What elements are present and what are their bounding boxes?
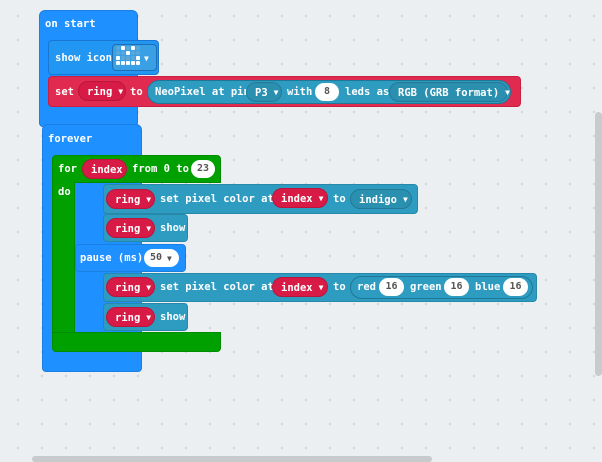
- horizontal-scrollbar[interactable]: [32, 456, 432, 462]
- forever-label: forever: [48, 133, 93, 145]
- green-label: green: [410, 281, 442, 293]
- set-pixel-color-label: set pixel color at: [160, 193, 274, 205]
- leds-as-label: leds as: [345, 86, 390, 98]
- strip-name: ring: [115, 282, 141, 294]
- color-dropdown[interactable]: indigo ▼: [350, 189, 412, 209]
- pin-value: P3: [255, 87, 268, 99]
- red-label: red: [357, 281, 376, 293]
- red-input[interactable]: 16: [379, 278, 404, 296]
- color-value: indigo: [359, 194, 397, 206]
- chevron-down-icon: ▼: [146, 313, 152, 322]
- strip-dropdown-4[interactable]: ring ▼: [106, 307, 155, 327]
- index-dropdown-2[interactable]: index ▼: [272, 277, 328, 297]
- to-label: to: [333, 281, 346, 293]
- strip-dropdown-3[interactable]: ring ▼: [106, 277, 155, 297]
- blue-label: blue: [475, 281, 501, 293]
- green-input[interactable]: 16: [444, 278, 469, 296]
- pause-value-input[interactable]: [144, 249, 179, 267]
- neopixel-label: NeoPixel at pin: [155, 86, 250, 98]
- show-label: show: [160, 222, 186, 234]
- chevron-down-icon: ▼: [118, 87, 124, 96]
- loop-end-input[interactable]: 23: [191, 160, 215, 178]
- index-name: index: [281, 193, 313, 205]
- chevron-down-icon: ▼: [273, 88, 279, 97]
- set-to-label: to: [130, 86, 143, 98]
- loop-variable-name: index: [91, 164, 123, 176]
- chevron-down-icon: ▼: [146, 224, 152, 233]
- pause-block[interactable]: [75, 244, 186, 272]
- strip-name: ring: [115, 312, 141, 324]
- do-label: do: [58, 186, 71, 198]
- set-label: set: [55, 86, 74, 98]
- skull-icon: [116, 46, 140, 65]
- set-variable-dropdown[interactable]: ring ▼: [78, 81, 126, 101]
- index-dropdown-1[interactable]: index ▼: [272, 188, 328, 208]
- vertical-scrollbar[interactable]: [595, 112, 602, 376]
- leds-count-input[interactable]: 8: [315, 83, 339, 101]
- strip-dropdown-2[interactable]: ring ▼: [106, 218, 155, 238]
- chevron-down-icon: ▼: [146, 195, 152, 204]
- set-pixel-color-label: set pixel color at: [160, 281, 274, 293]
- pause-label: pause (ms): [80, 252, 144, 264]
- show-icon-label: show icon: [55, 52, 112, 64]
- for-loop-footer: [52, 332, 221, 352]
- loop-variable[interactable]: index: [82, 159, 127, 179]
- chevron-down-icon: ▼: [402, 195, 408, 204]
- blue-input[interactable]: 16: [503, 278, 528, 296]
- for-loop-body-rail: [52, 182, 75, 334]
- chevron-down-icon: ▼: [318, 194, 324, 203]
- index-name: index: [281, 282, 313, 294]
- pause-value: 50: [150, 252, 163, 263]
- pin-dropdown[interactable]: P3 ▼: [246, 82, 282, 102]
- icon-dropdown-arrow-icon[interactable]: ▼: [144, 54, 149, 63]
- strip-name: ring: [115, 223, 141, 235]
- strip-name: ring: [115, 194, 141, 206]
- with-label: with: [287, 86, 313, 98]
- for-label: for: [58, 163, 77, 175]
- chevron-down-icon: ▼: [167, 254, 172, 263]
- from-label: from 0 to: [132, 163, 189, 175]
- set-variable-name: ring: [87, 86, 113, 98]
- to-label: to: [333, 193, 346, 205]
- strip-dropdown-1[interactable]: ring ▼: [106, 189, 155, 209]
- chevron-down-icon: ▼: [318, 283, 324, 292]
- chevron-down-icon: ▼: [146, 283, 152, 292]
- on-start-label: on start: [45, 18, 96, 30]
- mode-value: RGB (GRB format): [398, 87, 500, 99]
- chevron-down-icon: ▼: [505, 88, 510, 97]
- show-label: show: [160, 311, 186, 323]
- mode-dropdown[interactable]: RGB (GRB format) ▼: [389, 82, 510, 102]
